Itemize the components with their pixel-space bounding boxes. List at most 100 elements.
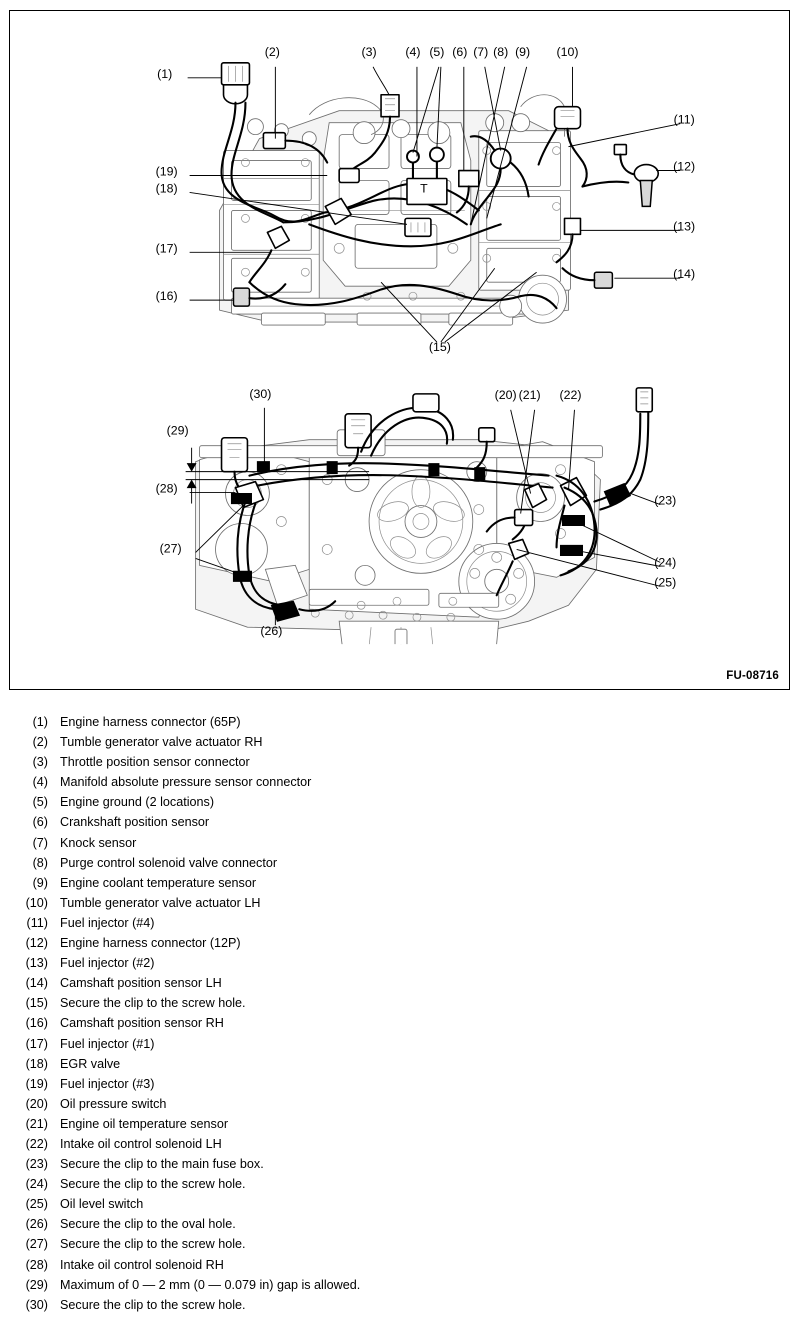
legend-row: (11) Fuel injector (#4) [0,913,800,933]
legend-description: Engine ground (2 locations) [60,795,215,810]
callout-number: (7) [473,45,488,59]
legend-row: (4)Manifold absolute pressure sensor con… [0,772,800,792]
legend-description: Secure the clip to the screw hole. [60,996,246,1011]
legend-row: (29) Maximum of 0 — 2 mm (0 — 0.079 in) g… [0,1275,800,1295]
callout-number: (15) [429,340,451,354]
legend-row: (12) Engine harness connector (12P) [0,933,800,953]
legend-description: Engine harness connector (65P) [60,715,241,729]
legend-description: Fuel injector (#1) [60,1036,155,1051]
callout-number: (1) [157,67,172,81]
legend-description: Knock sensor [60,835,137,850]
legend-number: (27) [25,1237,48,1252]
legend-number: (28) [25,1257,48,1272]
legend-description: Engine harness connector (12P) [60,936,241,951]
legend-row: (30)Secure the clip to the screw hole. [0,1295,800,1315]
legend-number: (24) [25,1177,48,1192]
callout-number: (3) [362,45,377,59]
legend-description: Maximum of 0 — 2 mm (0 — 0.079 in) gap i… [60,1277,361,1292]
callout-number: (22) [560,388,582,402]
legend-row: (23) Secure the clip to the main fuse box… [0,1154,800,1174]
legend-number: (29) [25,1277,48,1292]
callout-number: (5) [429,45,444,59]
legend-number: (25) [25,1197,48,1212]
callout-number: (10) [557,45,579,59]
legend-number: (4) [32,775,48,790]
legend-row: (19)Fuel injector (#3) [0,1074,800,1094]
inline-label: T [420,181,428,195]
legend-row: (14) Camshaft position sensor LH [0,973,800,993]
legend-number: (9) [32,875,48,890]
legend-description: Camshaft position sensor LH [60,976,222,991]
callout-number: (17) [156,241,178,255]
legend-description: Intake oil control solenoid LH [60,1136,222,1151]
callout-number: (27) [160,541,182,555]
legend-number: (16) [25,1016,48,1031]
legend-row: (17)Fuel injector (#1) [0,1034,800,1054]
legend-row: (10) Tumble generator valve actuator LH [0,893,800,913]
legend-row: (25) Oil level switch [0,1194,800,1214]
engine-front-view-body [195,429,603,645]
legend-row: (20) Oil pressure switch [0,1094,800,1114]
legend-description: Engine coolant temperature sensor [60,875,257,890]
legend-row: (28) Intake oil control solenoid RH [0,1255,800,1275]
callout-number: (19) [156,165,178,179]
legend-number: (14) [25,976,48,991]
engine-top-view-harness [220,62,660,310]
legend-number: (1) [32,715,48,729]
callout-number: (23) [654,494,676,508]
legend-description: Secure the clip to the oval hole. [60,1217,236,1232]
legend-description: Fuel injector (#4) [60,915,155,930]
callout-number: (25) [654,575,676,589]
callout-number: (18) [156,181,178,195]
legend-description: Tumble generator valve actuator LH [60,895,261,910]
legend-row: (7) Knock sensor [0,833,800,853]
callout-number-labels: (1)(2)(3)(4)(5)(6)(7)(8)(9)(10)(11)(12)(… [156,45,695,638]
legend-description: Camshaft position sensor RH [60,1016,224,1031]
legend-number: (6) [32,815,48,830]
front-view-leader-lines [189,407,661,626]
legend-row: (18)EGR valve [0,1054,800,1074]
legend-description: Oil pressure switch [60,1096,167,1111]
legend-description: Intake oil control solenoid RH [60,1257,224,1272]
legend-description: Secure the clip to the main fuse box. [60,1157,264,1172]
callout-number: (28) [156,482,178,496]
legend-row: (26) Secure the clip to the oval hole. [0,1214,800,1234]
legend-number: (11) [26,915,48,930]
legend-row: (27)Secure the clip to the screw hole. [0,1234,800,1254]
callout-number: (13) [673,219,695,233]
legend-description: Secure the clip to the screw hole. [60,1177,246,1192]
legend-number: (22) [25,1136,48,1151]
legend-number: (7) [32,835,48,850]
callout-number: (21) [519,388,541,402]
callout-number: (11) [674,113,695,127]
legend-description: Tumble generator valve actuator RH [60,735,263,750]
callout-legend-list: (1)Engine harness connector (65P)(2)Tumb… [0,712,800,1315]
callout-number: (26) [260,624,282,638]
figure-frame: .hv { fill:none; stroke:#000; stroke-wid… [9,10,790,690]
legend-description: Secure the clip to the screw hole. [60,1297,246,1312]
legend-description: Purge control solenoid valve connector [60,855,278,870]
callout-number: (2) [265,45,280,59]
legend-description: Oil level switch [60,1197,144,1212]
legend-row: (3)Throttle position sensor connector [0,752,800,772]
legend-row: (1) Engine harness connector (65P) [0,712,800,732]
legend-row: (22) Intake oil control solenoid LH [0,1134,800,1154]
legend-number: (26) [25,1217,48,1232]
legend-number: (23) [25,1157,48,1172]
figure-id-label: FU-08716 [726,670,779,682]
legend-number: (8) [32,855,48,870]
legend-number: (15) [25,996,48,1011]
callout-number: (16) [156,289,178,303]
callout-number: (8) [493,45,508,59]
legend-number: (12) [25,936,48,951]
legend-number: (10) [25,895,48,910]
legend-number: (21) [25,1116,48,1131]
legend-description: Throttle position sensor connector [60,755,250,770]
legend-description: Engine oil temperature sensor [60,1116,229,1131]
legend-row: (24) Secure the clip to the screw hole. [0,1174,800,1194]
engine-top-view-body [219,94,571,326]
legend-row: (6)Crankshaft position sensor [0,812,800,832]
legend-row: (16) Camshaft position sensor RH [0,1013,800,1033]
legend-number: (20) [25,1096,48,1111]
callout-number: (9) [515,45,530,59]
